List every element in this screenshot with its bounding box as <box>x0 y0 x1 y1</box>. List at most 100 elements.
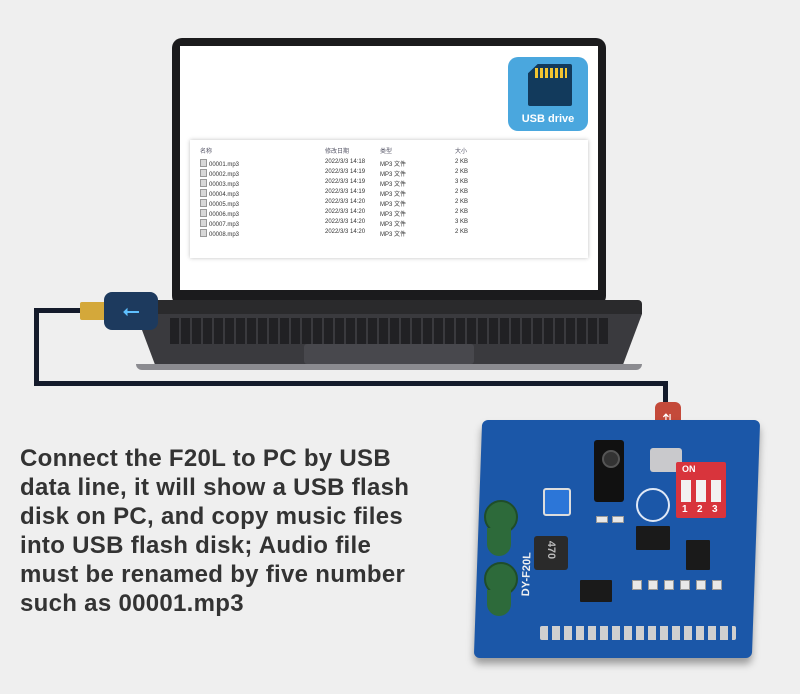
dip-number-3: 3 <box>712 504 718 515</box>
dip-switch[interactable]: ON 1 2 3 <box>676 462 726 518</box>
smd-component <box>596 516 608 523</box>
file-type: MP3 文件 <box>380 222 407 228</box>
file-row[interactable]: 00002.mp3 2022/3/3 14:19 MP3 文件 2 KB <box>190 169 588 179</box>
column-header-date[interactable]: 修改日期 <box>325 149 350 155</box>
caption-line: such as 00001.mp3 <box>20 590 244 617</box>
file-name: 00008.mp3 <box>209 232 240 238</box>
caption-line: data line, it will show a USB flash <box>20 474 410 501</box>
audio-file-icon <box>200 189 207 197</box>
file-date: 2022/3/3 14:19 <box>325 189 366 195</box>
file-date: 2022/3/3 14:19 <box>325 179 366 185</box>
file-date: 2022/3/3 14:20 <box>325 199 366 205</box>
file-size: 2 KB <box>455 229 469 235</box>
usb-symbol-icon: ⭠ <box>122 298 140 323</box>
audio-file-icon <box>200 219 207 227</box>
file-type: MP3 文件 <box>380 192 407 198</box>
usb-a-plug <box>104 292 158 330</box>
audio-file-icon <box>200 179 207 187</box>
column-header-type[interactable]: 类型 <box>380 149 393 155</box>
brand-logo-icon <box>636 488 670 522</box>
inductor <box>534 536 568 570</box>
usb-cable-down <box>34 308 39 386</box>
column-header-size[interactable]: 大小 <box>455 149 468 155</box>
laptop-hinge <box>136 300 642 314</box>
file-type: MP3 文件 <box>380 162 407 168</box>
file-row[interactable]: 00005.mp3 2022/3/3 14:20 MP3 文件 2 KB <box>190 199 588 209</box>
file-size: 2 KB <box>455 169 469 175</box>
capacitor-stripe <box>487 528 511 556</box>
usb-drive-label: USB drive <box>521 113 575 125</box>
file-type: MP3 文件 <box>380 172 407 178</box>
file-row[interactable]: 00008.mp3 2022/3/3 14:20 MP3 文件 2 KB <box>190 229 588 239</box>
usb-symbol-icon: ⇅ <box>662 411 674 427</box>
dip-switch-3[interactable] <box>711 480 721 502</box>
column-header-name[interactable]: 名称 <box>200 149 213 155</box>
laptop-touchpad <box>304 344 474 364</box>
file-date: 2022/3/3 14:18 <box>325 159 366 165</box>
file-date: 2022/3/3 14:20 <box>325 209 366 215</box>
laptop-keyboard <box>170 318 610 344</box>
regulator-chip <box>580 580 612 602</box>
smd-component <box>648 580 658 590</box>
amplifier-chip <box>686 540 710 570</box>
audio-file-icon <box>200 209 207 217</box>
file-size: 2 KB <box>455 209 469 215</box>
capacitor-body <box>487 590 511 616</box>
file-date: 2022/3/3 14:19 <box>325 169 366 175</box>
usb-cable-bottom <box>34 381 668 386</box>
file-explorer: 名称 修改日期 类型 大小 00001.mp3 2022/3/3 14:18 M… <box>190 140 588 258</box>
audio-file-icon <box>200 199 207 207</box>
file-size: 2 KB <box>455 199 469 205</box>
file-name: 00007.mp3 <box>209 222 240 228</box>
board-name: DY-F20L <box>520 552 534 597</box>
smd-component <box>696 580 706 590</box>
usb-a-connector <box>80 302 106 320</box>
dip-on-label: ON <box>682 464 696 474</box>
file-type: MP3 文件 <box>380 232 407 238</box>
audio-file-icon <box>200 169 207 177</box>
file-name: 00005.mp3 <box>209 202 240 208</box>
caption-line: disk on PC, and copy music files <box>20 503 404 530</box>
dip-switch-2[interactable] <box>696 480 706 502</box>
usb-cable-right <box>663 381 668 405</box>
dip-number-1: 1 <box>682 504 688 515</box>
smd-component <box>664 580 674 590</box>
laptop-base <box>136 364 642 370</box>
file-type: MP3 文件 <box>380 202 407 208</box>
file-size: 3 KB <box>455 179 469 185</box>
audio-file-icon <box>200 159 207 167</box>
smd-component <box>612 516 624 523</box>
file-size: 2 KB <box>455 189 469 195</box>
caption-line: Connect the F20L to PC by USB <box>20 445 391 472</box>
file-type: MP3 文件 <box>380 182 407 188</box>
potentiometer[interactable] <box>543 488 571 516</box>
file-row[interactable]: 00007.mp3 2022/3/3 14:20 MP3 文件 3 KB <box>190 219 588 229</box>
usb-cable-left <box>34 308 82 313</box>
file-date: 2022/3/3 14:20 <box>325 229 366 235</box>
file-date: 2022/3/3 14:20 <box>325 219 366 225</box>
dip-switch-1[interactable] <box>681 480 691 502</box>
smd-component <box>712 580 722 590</box>
file-name: 00003.mp3 <box>209 182 240 188</box>
caption: Connect the F20L to PC by USB data line,… <box>20 444 460 618</box>
main-chip <box>636 526 670 550</box>
file-size: 2 KB <box>455 159 469 165</box>
smd-component <box>632 580 642 590</box>
file-row[interactable]: 00001.mp3 2022/3/3 14:18 MP3 文件 2 KB <box>190 159 588 169</box>
inductor-label: 470 <box>545 540 557 560</box>
file-name: 00004.mp3 <box>209 192 240 198</box>
pin-header <box>540 626 736 640</box>
file-name: 00002.mp3 <box>209 172 240 178</box>
dip-number-2: 2 <box>697 504 703 515</box>
file-row[interactable]: 00004.mp3 2022/3/3 14:19 MP3 文件 2 KB <box>190 189 588 199</box>
file-row[interactable]: 00006.mp3 2022/3/3 14:20 MP3 文件 2 KB <box>190 209 588 219</box>
smd-component <box>680 580 690 590</box>
file-size: 3 KB <box>455 219 469 225</box>
file-type: MP3 文件 <box>380 212 407 218</box>
audio-jack-hole <box>602 450 620 468</box>
caption-line: into USB flash disk; Audio file <box>20 532 372 559</box>
sd-card-contacts <box>535 68 567 78</box>
audio-file-icon <box>200 229 207 237</box>
file-list-header: 名称 修改日期 类型 大小 <box>190 146 588 156</box>
file-row[interactable]: 00003.mp3 2022/3/3 14:19 MP3 文件 3 KB <box>190 179 588 189</box>
